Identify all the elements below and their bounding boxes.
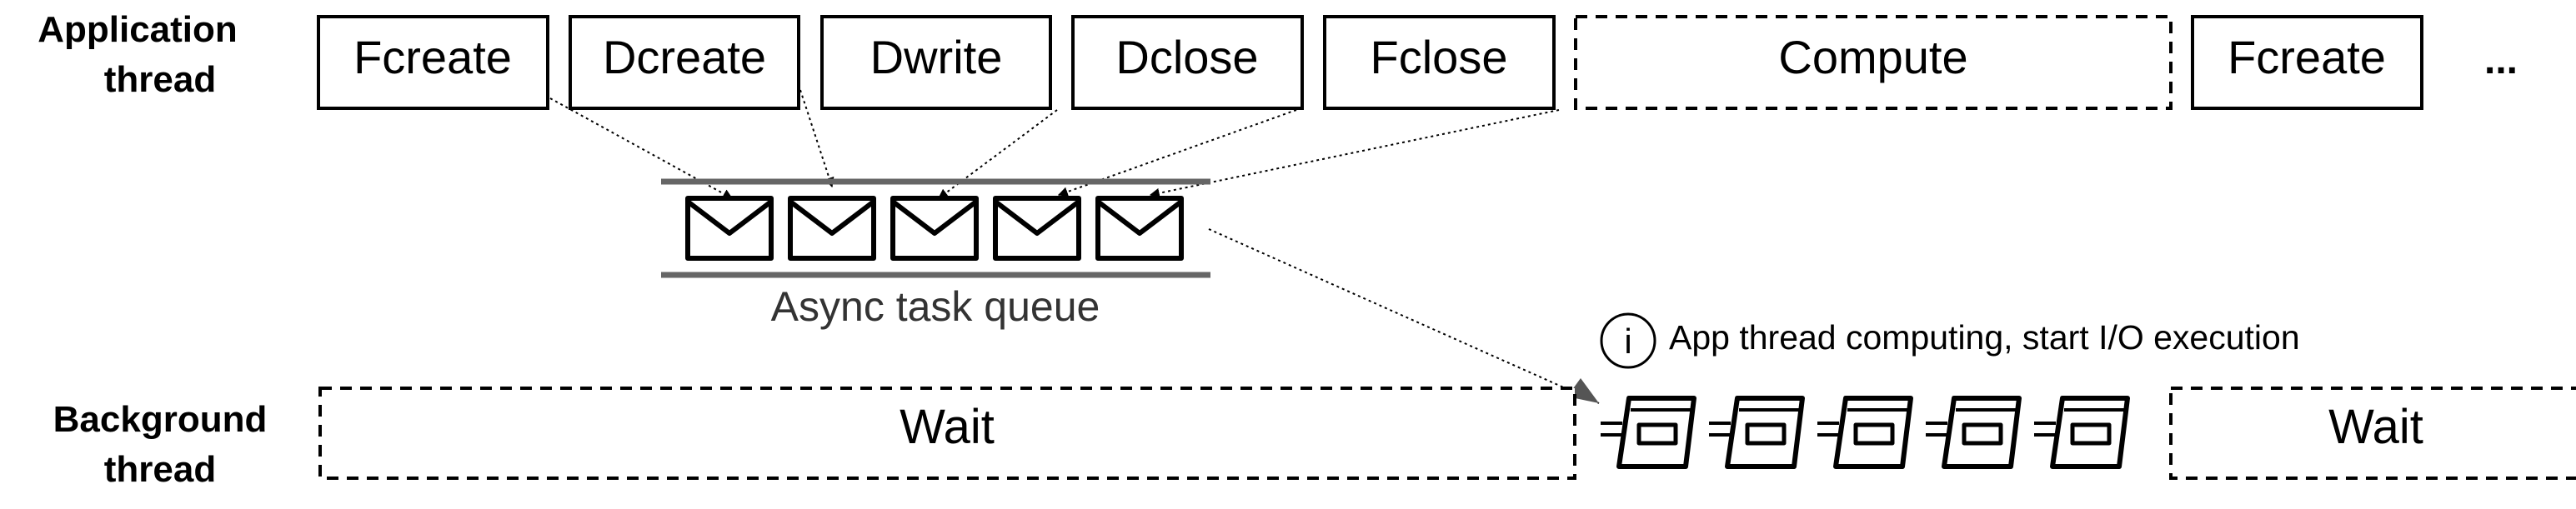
executing-task-icon [1817, 396, 1913, 469]
info-text: App thread computing, start I/O executio… [1669, 318, 2300, 357]
envelope-icon [993, 196, 1081, 261]
queue-messages [685, 196, 1184, 261]
app-task-compute: Compute [1574, 15, 2173, 110]
queue-label: Async task queue [771, 283, 1100, 330]
background-lane-label-line1: Background [53, 399, 268, 440]
app-task-label: Dcreate [603, 31, 766, 83]
background-task-label: Wait [900, 400, 995, 454]
app-task-fcreate: Fcreate [317, 15, 549, 110]
application-lane-label-line1: Application [38, 9, 238, 50]
envelope-icon [788, 196, 876, 261]
app-task-dwrite: Dwrite [820, 15, 1052, 110]
app-task-fclose: Fclose [1323, 15, 1556, 110]
app-task-label: Compute [1778, 31, 1967, 83]
app-task-label: Fcreate [353, 31, 512, 83]
enqueue-connector [1149, 109, 1560, 198]
app-task-label: Fcreate [2228, 31, 2386, 83]
executing-task-icon [1601, 396, 1696, 469]
envelope-icon [890, 196, 979, 261]
background-task-label: Wait [2328, 400, 2423, 454]
dispatch-connector [1208, 228, 1600, 404]
app-task-fcreate-next: Fcreate [2191, 15, 2423, 110]
envelope-icon [1095, 196, 1184, 261]
executing-tasks [1601, 396, 2130, 469]
executing-task-icon [2034, 396, 2130, 469]
enqueue-connector [938, 109, 1058, 199]
executing-task-icon [1926, 396, 2022, 469]
info-annotation: i App thread computing, start I/O execut… [1600, 312, 2300, 369]
background-lane-label-line2: thread [104, 449, 216, 490]
app-ellipsis: ... [2484, 38, 2518, 82]
envelope-icon [685, 196, 774, 261]
app-task-label: Fclose [1371, 31, 1508, 83]
app-task-label: Dclose [1115, 31, 1258, 83]
info-icon-glyph: i [1624, 322, 1631, 361]
app-task-dclose: Dclose [1071, 15, 1304, 110]
app-task-dcreate: Dcreate [569, 15, 800, 110]
background-task-wait-next: Wait [2169, 387, 2576, 480]
background-task-wait: Wait [318, 387, 1576, 480]
executing-task-icon [1709, 396, 1805, 469]
application-lane-label-line2: thread [104, 59, 216, 100]
info-icon [1600, 312, 1656, 369]
app-task-label: Dwrite [870, 31, 1003, 83]
